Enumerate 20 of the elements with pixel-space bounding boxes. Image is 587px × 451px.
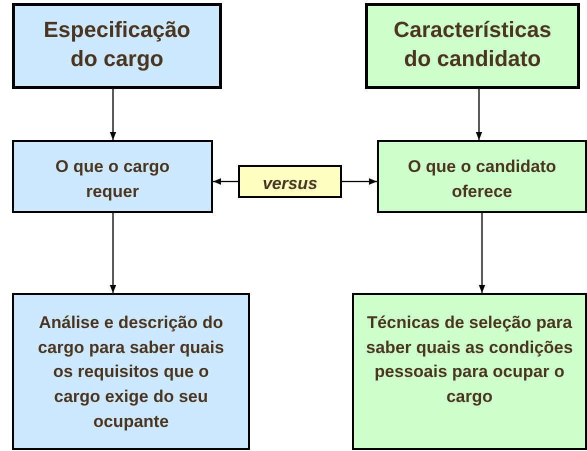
box-text: Especificação do cargo: [42, 16, 192, 73]
box-text: versus: [262, 173, 318, 195]
process-box: [12, 293, 250, 450]
box-text: Características do candidato: [392, 16, 552, 73]
process-box: [377, 140, 587, 213]
process-box: [365, 3, 580, 89]
arrow: [478, 213, 486, 293]
arrow: [476, 89, 482, 140]
process-box: [352, 293, 587, 450]
box-text: Técnicas de seleção para saber quais as condições pessoais para ocupar o cargo: [365, 312, 574, 408]
arrow: [110, 89, 116, 140]
box-text: O que o candidato oferece: [406, 156, 558, 203]
arrow: [110, 213, 116, 293]
arrow: [342, 178, 377, 185]
arrow: [213, 178, 238, 185]
box-text: Análise e descrição do cargo para saber quais os requisitos que o cargo exige do seu ocupante: [36, 312, 226, 433]
label-box: [238, 165, 342, 198]
box-text: O que o cargo requer: [54, 156, 171, 203]
process-box: [12, 3, 222, 89]
process-box: [12, 140, 213, 213]
